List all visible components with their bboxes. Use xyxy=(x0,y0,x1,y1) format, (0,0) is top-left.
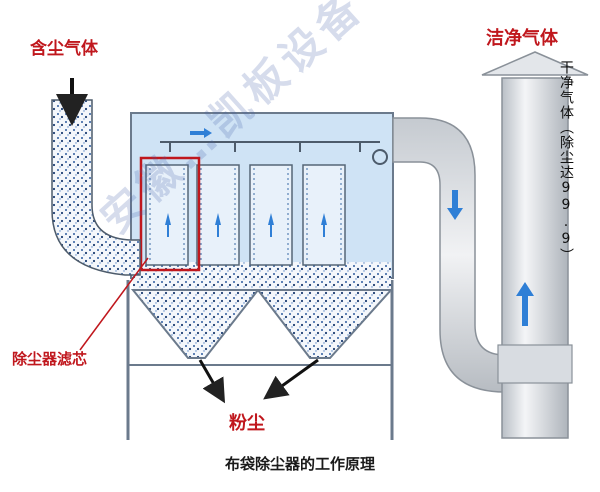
duct-down-arrow xyxy=(447,190,463,220)
label-clean-gas: 洁净气体 xyxy=(486,28,558,49)
support-legs xyxy=(126,280,394,440)
pulse-header xyxy=(160,141,388,165)
label-clean-gas-efficiency: 干净气体（除尘达99.9） xyxy=(558,60,574,263)
outlet-duct xyxy=(392,117,506,393)
label-dusty-gas: 含尘气体 xyxy=(30,39,98,59)
filter-bags xyxy=(145,164,346,266)
inlet-pipe xyxy=(51,99,141,276)
filter-highlight-box xyxy=(139,156,201,272)
stack-collar xyxy=(497,344,573,384)
stack-up-arrow xyxy=(516,282,534,326)
hopper-right xyxy=(255,289,394,359)
stack-cap xyxy=(481,51,589,76)
diagram-caption: 布袋除尘器的工作原理 xyxy=(224,455,375,473)
airflow-arrows-inner xyxy=(165,128,327,237)
label-dust: 粉尘 xyxy=(229,413,265,434)
label-filter-cartridge: 除尘器滤芯 xyxy=(12,350,88,368)
dust-arrow-right xyxy=(263,358,319,400)
hopper-left xyxy=(130,289,261,359)
filter-pointer-line xyxy=(79,257,149,351)
dust-arrow-left xyxy=(198,359,226,404)
dust-zone xyxy=(133,262,391,292)
